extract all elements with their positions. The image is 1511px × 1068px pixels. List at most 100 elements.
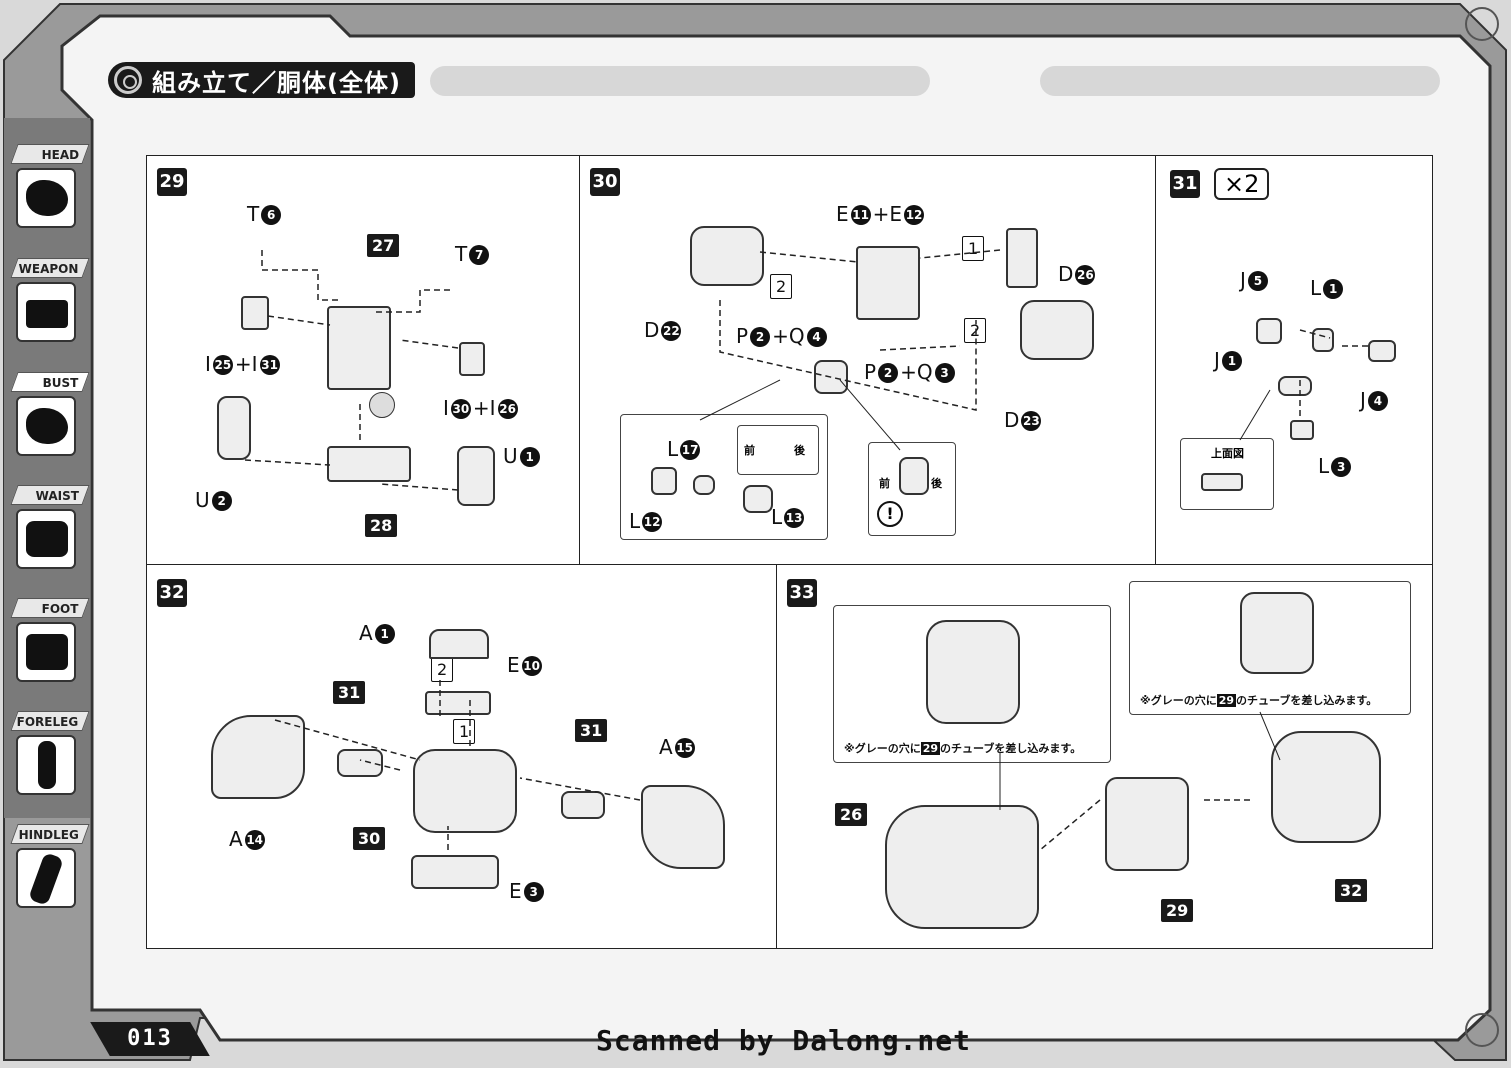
small-bracket-part [459,342,485,376]
bust-thumbnail [16,396,76,456]
left-shoulder-part [690,226,764,286]
front-label: 前 [879,477,890,490]
torso-front-view [926,620,1020,724]
foreleg-thumbnail [16,735,76,795]
sidebar [4,118,90,818]
e10-plate-part [425,691,491,715]
ghost-title-bleed [430,66,930,96]
gear-icon [114,66,142,94]
step-number: 31 [1170,170,1200,198]
assembly-tag-31: 31 [333,681,366,704]
magnify-icon [369,392,395,418]
assembly-tag-32: 32 [1335,879,1368,902]
back-label: 後 [931,477,942,490]
warning-icon: ! [877,501,903,527]
l3-part [1290,420,1314,440]
sidebar-item-hindleg[interactable]: HINDLEG [10,824,90,908]
head-thumbnail [16,168,76,228]
page-number: 013 [127,1026,173,1051]
sidebar-item-waist[interactable]: WAIST [10,485,90,569]
joint-31-part [561,791,605,819]
foot-thumbnail [16,622,76,682]
top-view-inset: 上面図 [1180,438,1274,510]
step-number: 30 [590,168,620,196]
assembly-tag-27: 27 [367,234,400,257]
a14-armor-part [211,715,305,799]
e3-base-part [411,855,499,889]
j1-part [1278,376,1312,396]
torso-assembly-part [413,749,517,833]
top-view-label: 上面図 [1211,447,1244,460]
j5-part [1256,318,1282,344]
page-number-badge: 013 [90,1022,210,1056]
order-box-1: 1 [962,236,985,261]
sidebar-item-foreleg[interactable]: FORELEG [10,711,90,795]
assembly-tag-31: 31 [575,719,608,742]
chest-plate-part [856,246,920,320]
sidebar-item-weapon[interactable]: WEAPON [10,258,90,342]
right-shoulder-part [1020,300,1094,360]
ghost-title-bleed [1040,66,1440,96]
orientation-box: 前 後 [737,425,819,475]
small-bracket-part [241,296,269,330]
side-plate-part [217,396,251,460]
j4-bracket-part [1368,340,1396,362]
weapon-thumbnail [16,282,76,342]
assembly-tag-30: 30 [353,827,386,850]
front-label: 前 [744,444,755,457]
joint-31-part [337,749,383,777]
sidebar-item-bust[interactable]: BUST [10,372,90,456]
scan-credit: Scanned by Dalong.net [596,1024,972,1057]
orientation-inset: 前 後 ! [868,442,956,536]
l12-part [651,467,677,495]
page-title: 組み立て／胴体(全体) [152,68,401,97]
step-number: 29 [157,168,187,196]
step-number: 33 [787,579,817,607]
title-bar: 組み立て／胴体(全体) [108,62,415,98]
bust-assembly-26 [885,805,1039,929]
joint-part [899,457,929,495]
side-plate-part [457,446,495,506]
top-view-shaft [1201,473,1243,491]
assembly-tag-28: 28 [365,514,398,537]
sidebar-item-foot[interactable]: FOOT [10,598,90,682]
l1-part [1312,328,1334,352]
assembly-tag-29: 29 [1161,899,1194,922]
sidebar-item-head[interactable]: HEAD [10,144,90,228]
order-box-2: 2 [964,318,987,343]
a15-armor-part [641,785,725,869]
a1-cover-part [429,629,489,659]
l13-part [743,485,773,513]
torso-assembly-32 [1271,731,1381,843]
joint-block-part [814,360,848,394]
